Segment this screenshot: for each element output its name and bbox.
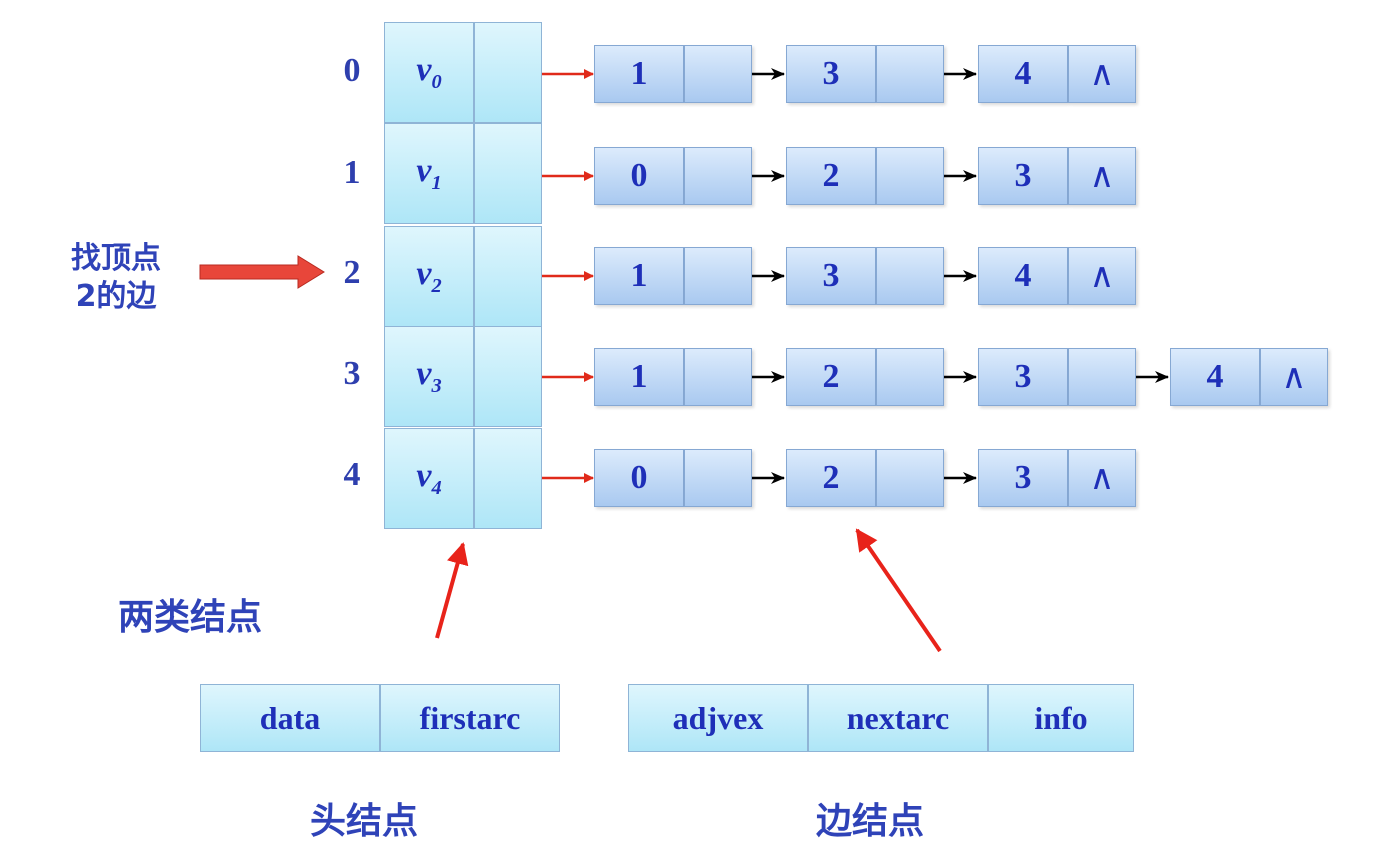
edge-node-adjvex-cell: 2 [786,147,876,205]
vertex-index: 2 [343,254,361,291]
null-pointer-symbol: ∧ [1089,158,1115,195]
edge-node-adjvex: 1 [630,257,648,294]
vertex-firstarc-cell [474,226,542,327]
edge-node-adjvex-cell: 3 [978,147,1068,205]
edge-node-adjvex: 3 [822,55,840,92]
edge-node-adjvex: 3 [1014,358,1032,395]
head-node-field-data: data [200,684,380,752]
edge-node-adjvex-cell: 3 [786,247,876,305]
find-vertex-arrow [199,255,325,289]
edge-node-field-adjvex: adjvex [628,684,808,752]
head-node-caption: 头结点 [310,801,419,842]
edge-node-next-cell [684,247,752,305]
vertex-name: v4 [416,457,442,499]
find-vertex-label-line2: 2的边 [75,279,157,314]
edge-node-adjvex: 2 [822,157,840,194]
edge-node-adjvex-cell: 2 [786,348,876,406]
edge-node-next-cell [876,45,944,103]
edge-node-next-cell [684,348,752,406]
edge-node-next-cell: ∧ [1068,449,1136,507]
two-node-types-title: 两类结点 [118,597,263,638]
edge-node-field-label: adjvex [672,699,764,736]
vertex-firstarc-cell [474,123,542,224]
edge-node-adjvex: 3 [822,257,840,294]
vertex-name: v3 [416,355,442,397]
vertex-data-cell: v0 [384,22,474,123]
null-pointer-symbol: ∧ [1089,258,1115,295]
head-node-field-label: firstarc [419,699,521,736]
head-node-field-label: data [259,699,321,736]
vertex-firstarc-cell [474,428,542,529]
null-pointer-symbol: ∧ [1281,359,1307,396]
edge-node-next-cell: ∧ [1068,247,1136,305]
edge-node-adjvex: 1 [630,358,648,395]
edge-node-adjvex-cell: 4 [978,45,1068,103]
edge-node-next-cell [876,348,944,406]
edge-node-next-cell [876,247,944,305]
edge-node-next-cell: ∧ [1068,45,1136,103]
edge-node-adjvex: 4 [1014,257,1032,294]
vertex-data-cell: v2 [384,226,474,327]
edge-node-adjvex-cell: 1 [594,348,684,406]
edge-node-next-cell [684,147,752,205]
edge-node-adjvex: 3 [1014,459,1032,496]
vertex-index: 4 [343,456,361,493]
edge-node-adjvex-cell: 3 [978,449,1068,507]
vertex-index: 0 [343,52,361,89]
edge-node-field-label: info [1034,699,1088,736]
edge-node-adjvex-cell: 2 [786,449,876,507]
null-pointer-symbol: ∧ [1089,460,1115,497]
edge-node-adjvex-cell: 0 [594,449,684,507]
edge-node-adjvex-cell: 3 [978,348,1068,406]
edge-node-adjvex: 0 [630,157,648,194]
null-pointer-symbol: ∧ [1089,56,1115,93]
edge-node-field-nextarc: nextarc [808,684,988,752]
edge-node-next-cell [876,449,944,507]
vertex-data-cell: v4 [384,428,474,529]
edge-node-field-info: info [988,684,1134,752]
vertex-firstarc-cell [474,326,542,427]
vertex-index: 3 [343,355,361,392]
edge-node-next-cell [684,45,752,103]
vertex-name: v0 [416,51,442,93]
edge-node-adjvex-cell: 1 [594,247,684,305]
vertex-name: v1 [416,152,442,194]
edge-node-next-cell [876,147,944,205]
edge-node-next-cell [684,449,752,507]
find-vertex-label-line1: 找顶点 [71,241,161,276]
edge-node-pointer-arrow [855,528,942,653]
edge-node-adjvex: 1 [630,55,648,92]
vertex-name: v2 [416,255,442,297]
find-vertex-label: 找顶点 2的边 [56,240,176,316]
edge-node-adjvex: 0 [630,459,648,496]
vertex-data-cell: v1 [384,123,474,224]
edge-node-adjvex-cell: 1 [594,45,684,103]
edge-node-field-label: nextarc [846,699,950,736]
edge-node-adjvex-cell: 0 [594,147,684,205]
edge-node-next-cell: ∧ [1068,147,1136,205]
vertex-data-cell: v3 [384,326,474,427]
edge-node-adjvex-cell: 4 [1170,348,1260,406]
edge-node-adjvex: 4 [1014,55,1032,92]
head-node-field-firstarc: firstarc [380,684,560,752]
edge-node-adjvex-cell: 3 [786,45,876,103]
edge-node-next-cell [1068,348,1136,406]
edge-node-caption: 边结点 [816,801,925,842]
edge-node-adjvex: 2 [822,358,840,395]
edge-node-adjvex: 4 [1206,358,1224,395]
edge-node-adjvex: 3 [1014,157,1032,194]
edge-node-next-cell: ∧ [1260,348,1328,406]
vertex-index: 1 [343,154,361,191]
vertex-firstarc-cell [474,22,542,123]
edge-node-adjvex: 2 [822,459,840,496]
edge-node-adjvex-cell: 4 [978,247,1068,305]
head-node-pointer-arrow [435,542,469,639]
